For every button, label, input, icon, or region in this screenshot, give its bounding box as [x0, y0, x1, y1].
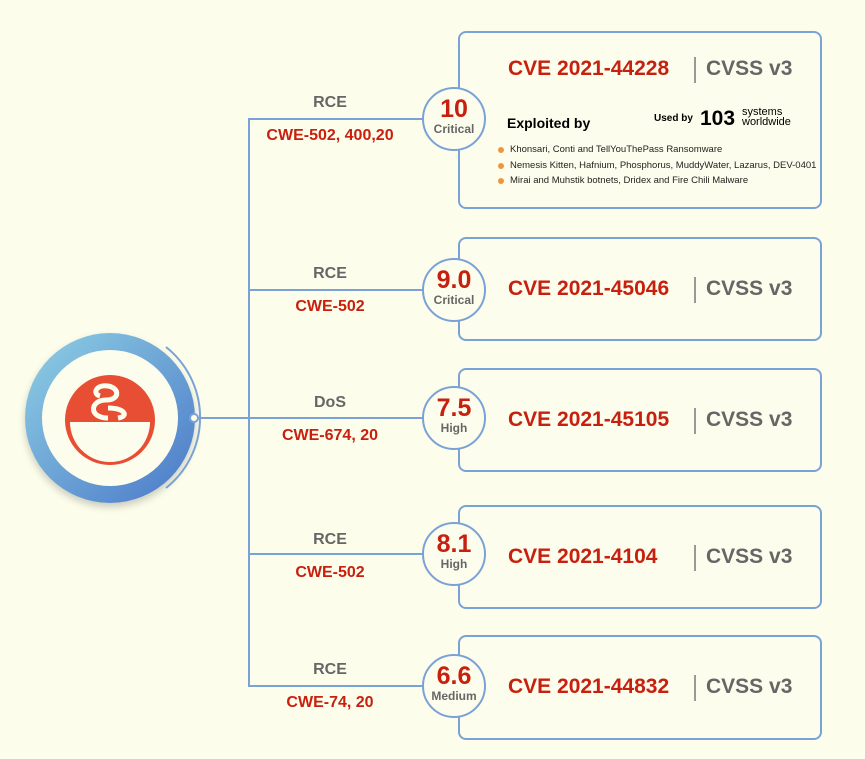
cve-id: CVE 2021-45105 [508, 408, 670, 431]
cwe-label: CWE-74, 20 [286, 694, 374, 711]
branch-connector [248, 118, 422, 120]
severity-label: High [440, 421, 468, 435]
cve-card: CVE 2021-44228 CVSS v3 Exploited by Used… [458, 31, 822, 209]
systems-text: systems [742, 106, 783, 118]
severity-label: High [440, 557, 468, 571]
separator [694, 675, 696, 701]
cwe-label: CWE-674, 20 [281, 427, 379, 444]
score-value: 8.1 [436, 530, 472, 558]
severity-label: Medium [431, 689, 477, 703]
systems-count: 103 [700, 107, 736, 130]
cvss-label: CVSS v3 [706, 675, 793, 698]
cve-card: CVE 2021-44832 CVSS v3 [458, 635, 822, 740]
worldwide-text: worldwide [742, 116, 791, 128]
cwe-label: CWE-502, 400,20 [266, 127, 394, 144]
cvss-label: CVSS v3 [706, 57, 793, 80]
cve-card: CVE 2021-45046 CVSS v3 [458, 237, 822, 341]
cve-card: CVE 2021-45105 CVSS v3 [458, 368, 822, 472]
log4j-logo-icon [65, 375, 155, 465]
cwe-label: CWE-502 [295, 298, 365, 315]
cve-id: CVE 2021-4104 [508, 545, 658, 568]
vuln-type: RCE [313, 661, 347, 678]
vertical-connector [248, 118, 250, 687]
cwe-label: CWE-502 [295, 564, 365, 581]
score-value: 10 [440, 95, 468, 123]
cvss-label: CVSS v3 [706, 545, 793, 568]
separator [694, 57, 696, 83]
exploit-item: Nemesis Kitten, Hafnium, Phosphorus, Mud… [497, 160, 817, 171]
branch-connector [248, 553, 422, 555]
vuln-type: RCE [313, 265, 347, 282]
vuln-type: DoS [314, 394, 346, 411]
separator [694, 408, 696, 434]
exploit-item: Mirai and Muhstik botnets, Dridex and Fi… [497, 175, 749, 186]
cve-id: CVE 2021-44832 [508, 675, 670, 698]
cvss-label: CVSS v3 [706, 277, 793, 300]
cve-card: CVE 2021-4104 CVSS v3 [458, 505, 822, 609]
score-value: 7.5 [436, 394, 472, 422]
exploit-item: Khonsari, Conti and TellYouThePass Ranso… [497, 144, 723, 155]
score-value: 6.6 [436, 662, 472, 690]
cve-id: CVE 2021-45046 [508, 277, 670, 300]
cvss-label: CVSS v3 [706, 408, 793, 431]
separator [694, 277, 696, 303]
cve-id: CVE 2021-44228 [508, 57, 670, 80]
separator [694, 545, 696, 571]
severity-label: Critical [433, 293, 475, 307]
trunk-connector [198, 417, 422, 419]
exploited-by-title: Exploited by [507, 115, 591, 131]
vuln-type: RCE [313, 531, 347, 548]
branch-connector [248, 685, 422, 687]
branch-connector [248, 289, 422, 291]
severity-label: Critical [433, 122, 475, 136]
used-by-label: Used by [654, 113, 693, 124]
vuln-type: RCE [313, 94, 347, 111]
score-value: 9.0 [436, 266, 472, 294]
